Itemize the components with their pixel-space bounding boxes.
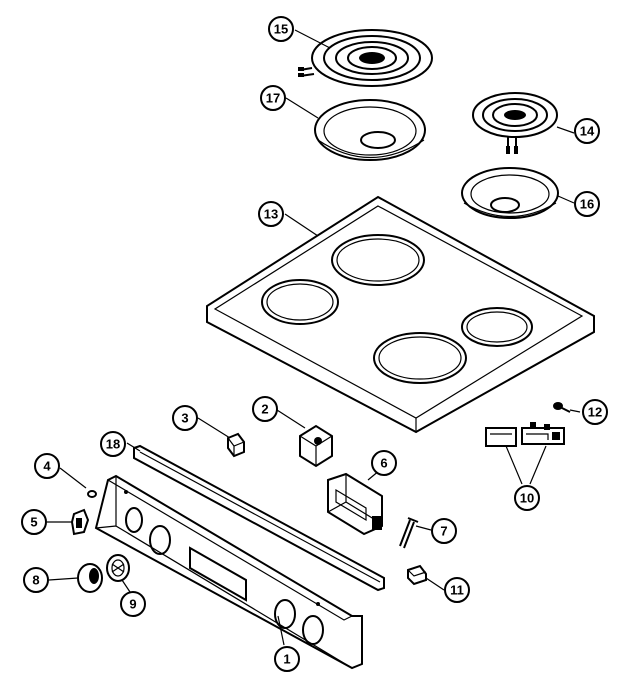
screw [553,402,571,413]
indicator-lens [87,490,97,498]
callout-13: 13 [258,201,284,227]
knob-skirt [106,554,130,582]
connector [407,564,427,586]
indicator-light [70,508,90,536]
large-drip-pan [314,99,426,161]
callout-label: 17 [266,91,280,106]
callout-label: 2 [261,402,268,417]
callout-3: 3 [172,405,198,431]
callout-label: 8 [32,573,39,588]
callout-17: 17 [260,85,286,111]
callout-1: 1 [274,646,300,672]
mounting-bracket [399,517,419,549]
callout-label: 5 [30,515,37,530]
callout-7: 7 [431,518,457,544]
callout-label: 3 [181,411,188,426]
callout-8: 8 [23,567,49,593]
callout-16: 16 [574,191,600,217]
callout-11: 11 [444,577,470,603]
callout-label: 14 [580,124,595,139]
small-drip-pan [461,167,559,219]
cooktop [206,195,595,434]
callout-label: 13 [264,207,278,222]
infinite-switch [299,424,333,468]
callout-2: 2 [252,396,278,422]
callouts: 15 17 14 16 13 2 3 12 18 6 4 10 5 7 8 11… [21,16,608,672]
callout-label: 11 [450,583,464,598]
leader-lines [47,29,581,646]
callout-label: 7 [440,524,447,539]
callout-label: 12 [588,405,602,420]
trim-strip [133,444,385,592]
small-switch [227,432,245,458]
callout-9: 9 [120,591,146,617]
callout-10: 10 [514,485,540,511]
small-surface-element [472,92,558,154]
callout-label: 1 [283,652,290,667]
large-surface-element [298,29,433,87]
callout-5: 5 [21,509,47,535]
wiring-harness [485,422,565,447]
callout-label: 6 [380,456,387,471]
callout-label: 10 [520,491,534,506]
clock-module [327,472,383,536]
callout-label: 4 [43,459,51,474]
callout-label: 9 [129,597,136,612]
callout-12: 12 [582,399,608,425]
callout-14: 14 [574,118,600,144]
callout-label: 18 [106,437,120,452]
callout-label: 15 [274,22,288,37]
callout-6: 6 [371,450,397,476]
callout-15: 15 [268,16,294,42]
callout-18: 18 [100,431,126,457]
callout-label: 16 [580,197,594,212]
control-knob [77,563,103,593]
callout-4: 4 [34,453,60,479]
control-panel [94,474,363,670]
